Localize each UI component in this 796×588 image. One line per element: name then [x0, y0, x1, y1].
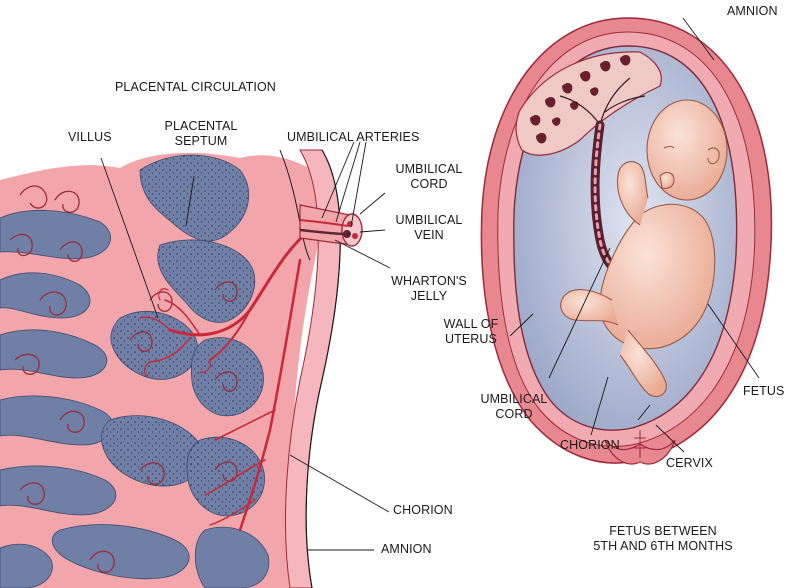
- umbilical-arteries-label: UMBILICAL ARTERIES: [287, 130, 419, 145]
- fetus-head: [647, 100, 727, 200]
- fetus-caption: FETUS BETWEEN 5TH AND 6TH MONTHS: [558, 524, 768, 554]
- amnion-label-left: AMNION: [381, 542, 432, 557]
- placental-circulation-title: PLACENTAL CIRCULATION: [115, 80, 276, 95]
- umbilical-vein-label: UMBILICAL VEIN: [386, 213, 472, 243]
- chorion-label-right: CHORION: [560, 438, 620, 453]
- fetus-hand: [660, 173, 674, 189]
- chorion-label-left: CHORION: [393, 503, 453, 518]
- umbilical-cord-stump: [300, 205, 362, 246]
- placenta-cross-section: [0, 150, 362, 588]
- wall-of-uterus-label: WALL OF UTERUS: [428, 317, 514, 347]
- placental-septum-label: PLACENTAL SEPTUM: [156, 119, 246, 149]
- villus-label: VILLUS: [68, 130, 112, 145]
- umbilical-cord-label-left: UMBILICAL CORD: [386, 162, 472, 192]
- cervix-label: CERVIX: [666, 456, 713, 471]
- fetus-label: FETUS: [743, 384, 784, 399]
- whartons-jelly-label: WHARTON'S JELLY: [386, 274, 472, 304]
- umbilical-cord-label-right: UMBILICAL CORD: [471, 392, 557, 422]
- amnion-label-right: AMNION: [727, 4, 778, 19]
